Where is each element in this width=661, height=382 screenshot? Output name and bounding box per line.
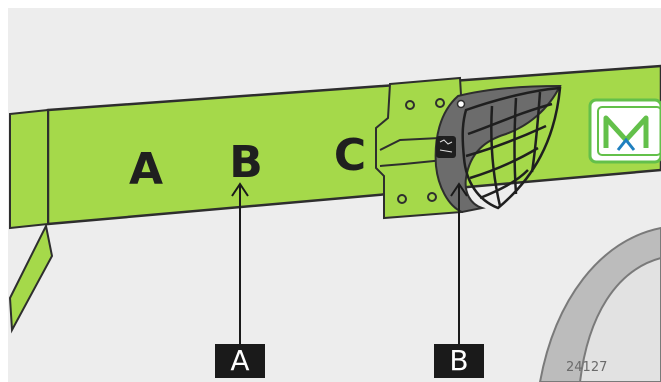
boom-label-a: A [129, 144, 163, 195]
logo-accent [616, 137, 636, 151]
hinge-bolts [397, 98, 445, 204]
mesh-guard-grid [465, 91, 553, 207]
leader-arrow-a [231, 182, 249, 344]
hinge-pin-line-lower [379, 159, 445, 167]
hinge-pin-line [379, 137, 441, 151]
boom-label-c: C [334, 130, 366, 181]
leader-arrow-b [450, 182, 468, 344]
bracket-pivot [456, 99, 466, 109]
figure-number: 24127 [566, 360, 608, 375]
logo-inner-frame [597, 106, 661, 156]
boom-arm-end [9, 108, 49, 230]
logo-badge [588, 98, 661, 164]
callout-label-a: A [215, 344, 265, 378]
bracket-label-marks [439, 139, 453, 153]
callout-label-b: B [434, 344, 484, 378]
lower-arm-brace [8, 222, 54, 334]
boom-label-b: B [229, 137, 263, 188]
mesh-guard [461, 86, 562, 210]
bracket-label-plate [436, 136, 456, 158]
